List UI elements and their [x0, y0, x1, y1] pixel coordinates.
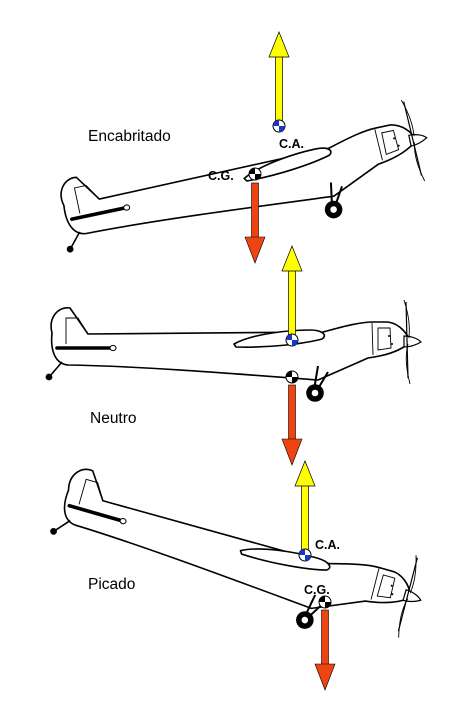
cg-marker [248, 167, 262, 181]
airplane-nose-down [41, 454, 435, 660]
state-label: Encabritado [88, 128, 171, 145]
ca-label: C.A. [279, 137, 304, 151]
cg-label: C.G. [208, 169, 234, 183]
weight-arrow [314, 609, 336, 691]
lift-arrow [268, 31, 290, 122]
ca-label: C.A. [315, 538, 340, 552]
lift-arrow [281, 245, 303, 336]
ca-marker [285, 333, 299, 347]
airplane-level [43, 298, 423, 404]
airplane-nose-up [48, 94, 441, 276]
state-label: Neutro [90, 410, 137, 427]
cg-label: C.G. [304, 583, 330, 597]
cg-marker [285, 370, 299, 384]
state-neutro: Neutro [43, 245, 423, 466]
lift-arrow [294, 460, 316, 551]
state-label: Picado [88, 576, 135, 593]
weight-arrow [281, 384, 303, 466]
ca-marker [272, 119, 286, 133]
state-picado: Picado C.A. C.G. [41, 454, 435, 691]
ca-marker [298, 548, 312, 562]
state-encabritado: Encabritado C.A. C.G. [48, 31, 441, 276]
cg-marker [318, 595, 332, 609]
